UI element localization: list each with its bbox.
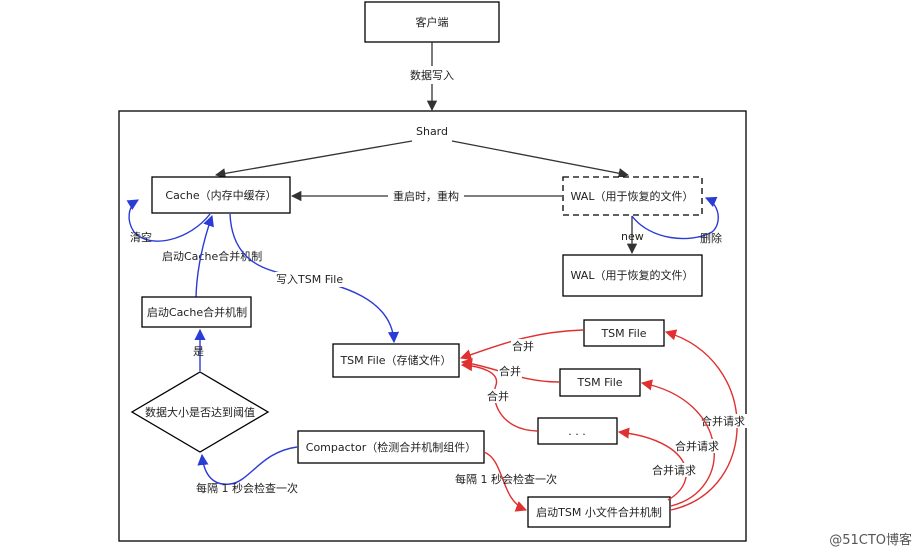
merge-1-bg: [511, 339, 535, 353]
cache-clear-label: 清空: [130, 230, 152, 244]
merge-request-1-label: 合并请求: [701, 414, 745, 428]
tsm-file-2: [559, 368, 641, 397]
merge-1-label: 合并: [512, 339, 534, 353]
wal-node: [562, 176, 703, 216]
tsm-file-1: [583, 319, 665, 347]
small-merge-label: 启动TSM 小文件合并机制: [536, 505, 662, 519]
small-merge-node: [527, 496, 671, 528]
decision-label: 数据大小是否达到阈值: [145, 405, 255, 419]
merge-request-3-label: 合并请求: [652, 463, 696, 477]
merge-request-3-bg: [651, 463, 699, 477]
compactor-node: [297, 430, 485, 464]
merge-2-bg: [498, 364, 522, 378]
merge-2-label: 合并: [499, 364, 521, 378]
compactor-to-small-merge-arrow: [483, 451, 528, 512]
rebuild-label: 重启时，重构: [393, 189, 459, 203]
shard-to-wal-arrow: [451, 140, 630, 179]
shard-to-cache-arrow: [214, 140, 413, 179]
cache-label: Cache（内存中缓存）: [165, 188, 276, 202]
merge-request-1-bg: [700, 414, 748, 428]
cache-node: [151, 176, 291, 214]
check-left-label: 每隔 1 秒会检查一次: [196, 481, 298, 495]
data-write-label: 数据写入: [410, 68, 454, 82]
tsm-store-node: [332, 343, 460, 378]
cache-clear-loop: [126, 199, 211, 242]
start-merge-node: [141, 296, 252, 328]
shard-label: Shard: [416, 125, 448, 138]
wal-new-node: [562, 254, 703, 297]
wal-delete-label: 删除: [700, 231, 722, 245]
start-merge-to-cache-arrow: [195, 214, 214, 301]
merge-request-2-bg: [674, 439, 722, 453]
client-node: [364, 1, 500, 43]
merge-3-bg: [486, 389, 510, 403]
start-merge-label: 启动Cache合并机制: [147, 305, 247, 319]
merge-request-arrow-3: [617, 427, 687, 501]
start-cache-merge-label: 启动Cache合并机制: [162, 249, 262, 263]
rebuild-label-bg: [388, 188, 464, 204]
client-label: 客户端: [416, 15, 449, 29]
watermark: @51CTO博客: [829, 532, 912, 548]
merge-request-2-label: 合并请求: [675, 439, 719, 453]
wal-new-text: new: [621, 230, 644, 243]
compactor-to-decision-arrow: [197, 446, 298, 485]
write-tsm-label: 写入TSM File: [276, 273, 343, 286]
check-right-label: 每隔 1 秒会检查一次: [455, 472, 557, 486]
merge-3-label: 合并: [487, 389, 509, 403]
wal-label: WAL（用于恢复的文件）: [571, 189, 694, 203]
compactor-label: Compactor（检测合并机制组件）: [306, 440, 476, 454]
yes-label: 是: [193, 345, 204, 358]
wal-delete-loop: [631, 196, 719, 240]
wal-new-label: WAL（用于恢复的文件）: [571, 268, 694, 282]
tsm-file-2-label: TSM File: [576, 376, 622, 389]
merge-arrow-3: [460, 359, 538, 432]
tsm-store-label: TSM File（存储文件）: [339, 353, 451, 367]
tsm-file-more-label: . . .: [568, 425, 585, 438]
decision-node: [130, 371, 270, 453]
tsm-file-1-label: TSM File: [600, 327, 646, 340]
write-tsm-label-bg: [275, 272, 345, 287]
tsm-file-more: [537, 417, 618, 445]
